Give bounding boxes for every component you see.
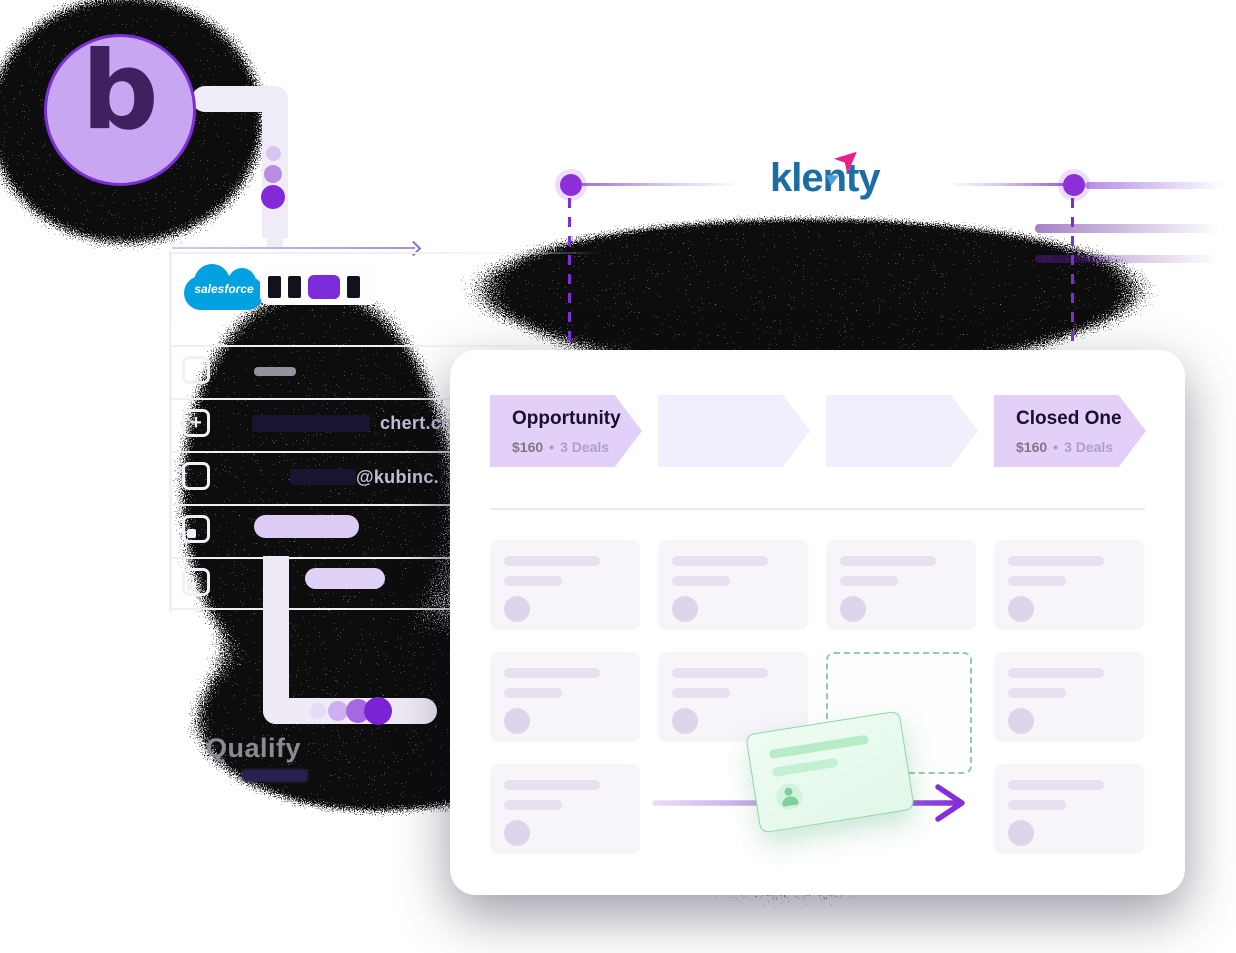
stage-stats: $160•3 Deals xyxy=(512,439,610,455)
dashed-drop-line xyxy=(568,198,571,350)
board-divider xyxy=(490,508,1145,510)
contact-row: + chert.com xyxy=(170,398,602,451)
deal-card[interactable] xyxy=(490,652,640,742)
connector-pipe-top-vertical xyxy=(262,86,288,238)
logo-letter: b xyxy=(81,29,159,154)
contact-avatar-icon xyxy=(774,781,805,812)
purple-streak xyxy=(1035,255,1220,263)
deal-card[interactable] xyxy=(994,764,1144,854)
sync-segments-toggle[interactable] xyxy=(260,269,378,305)
connector-pipe-bottom-vertical xyxy=(263,556,289,724)
klenty-node-dot xyxy=(1063,174,1085,196)
contact-row: @kubinc. xyxy=(170,451,602,504)
card-text-bar xyxy=(771,757,839,777)
salesforce-logo-text: salesforce xyxy=(194,282,254,296)
stage-title: Opportunity xyxy=(512,408,621,429)
sync-segment-active xyxy=(308,275,340,299)
stage-faded[interactable] xyxy=(826,395,978,467)
salesforce-sync-box: salesforce xyxy=(170,252,602,324)
deal-card[interactable] xyxy=(994,540,1144,630)
checkbox-checked[interactable]: + xyxy=(182,409,210,437)
flow-dot xyxy=(261,185,285,209)
deal-card[interactable] xyxy=(826,540,976,630)
salesforce-logo: salesforce xyxy=(184,262,264,312)
flow-dot xyxy=(266,146,281,161)
deal-card[interactable] xyxy=(658,652,808,742)
checkbox[interactable] xyxy=(182,462,210,490)
qualify-sublabel-smudge xyxy=(242,769,308,782)
tag-pill xyxy=(254,515,359,538)
stage-title: Closed One xyxy=(1016,408,1122,429)
connector-pipe-stem xyxy=(267,236,283,249)
checkbox-partial[interactable] xyxy=(182,515,210,543)
email-hidden-text xyxy=(290,469,356,485)
deal-card[interactable] xyxy=(490,540,640,630)
cloud-body xyxy=(184,276,264,310)
sync-segment xyxy=(288,276,301,298)
flow-dot xyxy=(310,703,326,719)
deal-card[interactable] xyxy=(994,652,1144,742)
name-skeleton-bar xyxy=(254,367,296,376)
deal-card[interactable] xyxy=(658,540,808,630)
sync-segment xyxy=(347,276,360,298)
email-fragment: @kubinc. xyxy=(356,467,439,487)
checkbox-partial[interactable] xyxy=(182,568,210,596)
purple-streak xyxy=(1085,182,1225,189)
card-text-bar xyxy=(768,734,870,760)
deal-card[interactable] xyxy=(490,764,640,854)
flow-dot xyxy=(264,165,282,183)
purple-streak xyxy=(1035,224,1220,233)
sync-segment xyxy=(268,276,281,298)
bigin-logo-badge: b xyxy=(44,29,196,186)
qualify-label: Qualify xyxy=(206,733,302,763)
contact-row xyxy=(170,345,602,398)
flow-dot xyxy=(364,697,392,725)
klenty-logo-text: klenty xyxy=(770,156,881,200)
email-fragment: chert.com xyxy=(380,413,469,433)
stage-stats: $160•3 Deals xyxy=(1016,439,1114,455)
tag-pill xyxy=(305,568,385,589)
klenty-node-dot xyxy=(560,174,582,196)
contact-row xyxy=(170,504,602,557)
stage-closed-one[interactable]: Closed One $160•3 Deals xyxy=(994,395,1146,467)
klenty-connector-line xyxy=(948,183,1064,186)
dashed-drop-line xyxy=(1071,198,1074,350)
contact-row xyxy=(170,557,602,610)
flow-dot xyxy=(328,701,348,721)
checkbox[interactable] xyxy=(182,356,210,384)
mapping-line xyxy=(172,247,415,249)
klenty-connector-line xyxy=(572,183,740,186)
stage-opportunity[interactable]: Opportunity $160•3 Deals xyxy=(490,395,642,467)
stage-faded[interactable] xyxy=(658,395,810,467)
email-hidden-text xyxy=(252,415,370,432)
